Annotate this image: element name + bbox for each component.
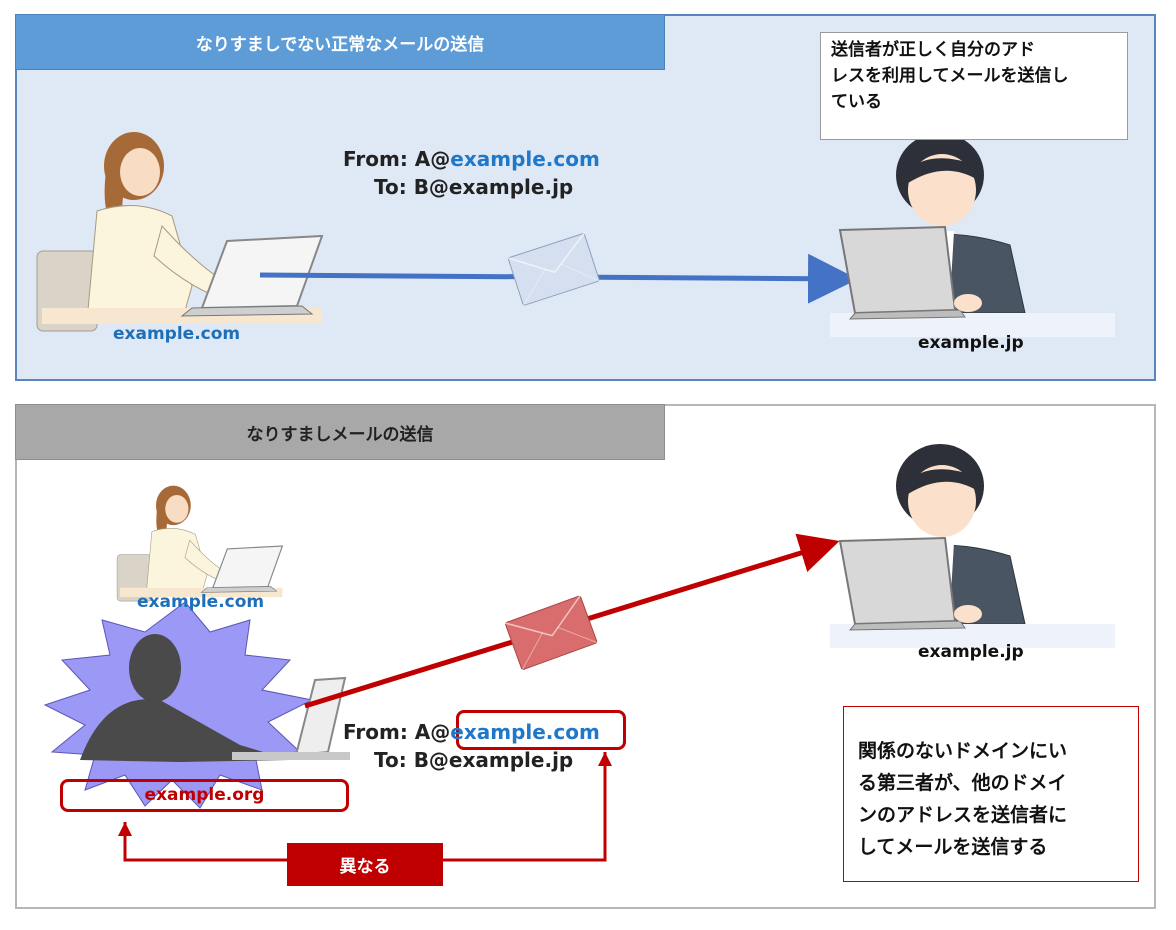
attacker-starburst bbox=[43, 601, 314, 809]
note-line: る第三者が、他のドメイ bbox=[858, 772, 1067, 794]
connector-arrowhead-right bbox=[598, 752, 612, 766]
spoofed-domain-box bbox=[456, 710, 626, 750]
note-line: 関係のないドメインにい bbox=[858, 740, 1068, 762]
spoof-from-header: From: A@example.com bbox=[343, 719, 600, 745]
note-line: 送信者が正しく自分のアド bbox=[831, 40, 1035, 60]
attacker-domain-box bbox=[60, 779, 349, 812]
normal-to-header: To: B@example.jp bbox=[374, 175, 574, 199]
legit-sender-illustration bbox=[116, 485, 283, 602]
spoof-to-header: To: B@example.jp bbox=[374, 748, 574, 772]
attacker-domain-label: example.org bbox=[144, 785, 265, 805]
from-domain: example.com bbox=[450, 147, 600, 171]
man-recipient-illustration bbox=[829, 132, 1116, 338]
woman-sender-illustration bbox=[36, 131, 323, 332]
spoof-mail-title: なりすましメールの送信 bbox=[15, 404, 665, 460]
sender-domain-label: example.com bbox=[113, 324, 241, 344]
note-line: してメールを送信する bbox=[858, 836, 1048, 858]
legit-sender-domain-label: example.com bbox=[137, 592, 265, 612]
spoof-envelope-icon bbox=[504, 594, 599, 671]
mail-envelope-icon bbox=[507, 232, 601, 307]
normal-from-header: From: A@example.com bbox=[343, 146, 600, 172]
spoofed-from-domain: example.com bbox=[450, 720, 600, 744]
different-label: 異なる bbox=[287, 843, 443, 886]
normal-mail-note: 送信者が正しく自分のアド レスを利用してメールを送信し ている bbox=[820, 32, 1128, 140]
spoof-recipient-illustration bbox=[829, 443, 1116, 649]
attacker-illustration bbox=[80, 634, 350, 762]
note-line: レスを利用してメールを送信し bbox=[831, 66, 1069, 86]
recipient-domain-label: example.jp bbox=[918, 333, 1024, 353]
note-line: ンのアドレスを送信者に bbox=[858, 804, 1068, 826]
normal-mail-title: なりすましでない正常なメールの送信 bbox=[15, 14, 665, 70]
note-line: ている bbox=[831, 92, 882, 112]
spoof-mail-note: 関係のないドメインにい る第三者が、他のドメイ ンのアドレスを送信者に してメー… bbox=[843, 706, 1139, 882]
connector-arrowhead-left bbox=[118, 822, 132, 836]
from-prefix: From: A@ bbox=[343, 147, 451, 171]
spoof-recipient-domain-label: example.jp bbox=[918, 642, 1024, 662]
from-prefix: From: A@ bbox=[343, 720, 451, 744]
